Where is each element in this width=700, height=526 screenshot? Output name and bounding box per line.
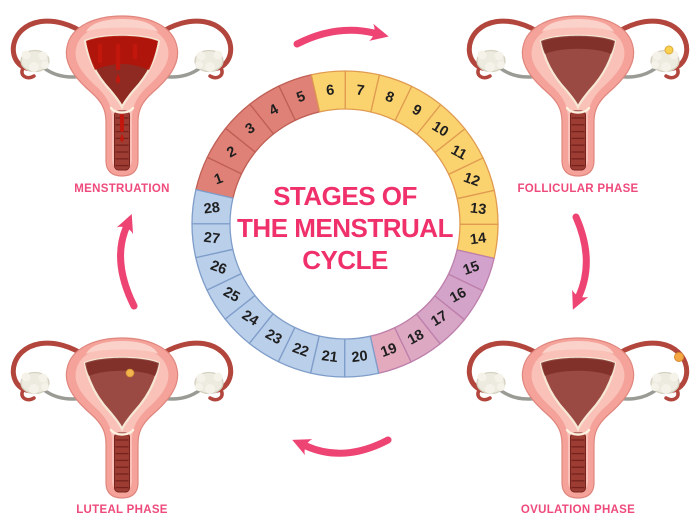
day-number-24: 24	[239, 307, 261, 329]
label-ovulation-phase: OVULATION PHASE	[520, 504, 636, 516]
day-number-11: 11	[448, 142, 469, 163]
title-line: THE MENSTRUAL	[237, 213, 453, 243]
day-number-17: 17	[428, 308, 450, 330]
uterus-ovulation-illustration	[466, 337, 690, 499]
title-line: STAGES OF	[273, 181, 417, 211]
day-number-13: 13	[469, 200, 487, 218]
label-menstruation: MENSTRUATION	[74, 183, 170, 195]
day-number-7: 7	[355, 82, 365, 99]
day-segment-28	[191, 188, 234, 225]
day-number-19: 19	[379, 340, 400, 361]
label-follicular-phase: FOLLICULAR PHASE	[517, 183, 639, 195]
day-number-10: 10	[429, 118, 451, 140]
day-number-21: 21	[321, 348, 339, 366]
title-line: CYCLE	[302, 245, 388, 275]
clockwise-arrow-right-icon	[572, 213, 590, 310]
day-number-27: 27	[203, 230, 221, 248]
diagram-title: STAGES OF THE MENSTRUAL CYCLE	[195, 180, 495, 276]
uterus-luteal-illustration	[10, 337, 234, 499]
day-number-18: 18	[405, 327, 427, 349]
day-number-22: 22	[290, 340, 311, 361]
clockwise-arrow-bottom-icon	[292, 436, 392, 457]
day-number-12: 12	[461, 170, 482, 191]
day-number-28: 28	[203, 200, 221, 218]
clockwise-arrow-top-icon	[293, 23, 389, 48]
uterus-follicular-illustration	[466, 15, 690, 177]
day-number-25: 25	[220, 284, 242, 306]
day-number-23: 23	[262, 326, 284, 348]
day-number-16: 16	[447, 285, 469, 307]
clockwise-arrow-left-icon	[116, 214, 138, 310]
day-number-26: 26	[208, 258, 229, 279]
clockwise-cycle-arrows	[116, 23, 590, 457]
day-number-15: 15	[461, 258, 482, 279]
day-number-20: 20	[351, 348, 369, 366]
day-number-14: 14	[469, 230, 487, 248]
uterus-menstruation-illustration	[10, 15, 234, 177]
label-luteal-phase: LUTEAL PHASE	[76, 504, 168, 516]
day-number-6: 6	[325, 82, 335, 99]
